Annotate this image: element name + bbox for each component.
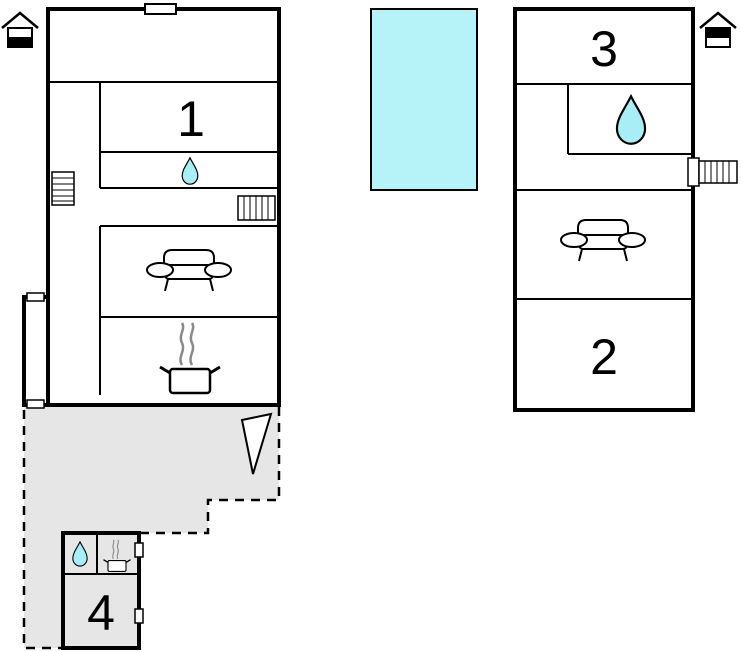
upper-floor-building: 3 2 bbox=[513, 7, 738, 412]
stairs-icon bbox=[237, 195, 276, 221]
window-left-bottom bbox=[26, 399, 45, 409]
bedroom-2-number: 2 bbox=[590, 329, 618, 385]
bedroom-3-number: 3 bbox=[590, 21, 618, 77]
annex-outer-wall bbox=[61, 531, 141, 650]
cooking-pot-icon bbox=[158, 321, 222, 395]
sofa-icon bbox=[560, 219, 646, 262]
ground-floor-building: 1 bbox=[46, 3, 281, 407]
bedroom-1-number: 1 bbox=[177, 91, 205, 147]
stairs-icon bbox=[51, 171, 75, 206]
house-upper-floor-icon bbox=[698, 11, 738, 49]
stairs-icon bbox=[687, 157, 738, 187]
water-drop-icon bbox=[181, 157, 199, 185]
bedroom-4-number: 4 bbox=[87, 585, 115, 641]
sofa-icon bbox=[146, 249, 232, 292]
annex-building: 4 bbox=[61, 531, 144, 650]
swimming-pool bbox=[370, 8, 478, 191]
terrace bbox=[22, 405, 281, 650]
window-annex-bottom bbox=[134, 608, 144, 624]
side-annex bbox=[22, 292, 50, 409]
house-ground-floor-icon bbox=[0, 11, 40, 49]
water-drop-icon bbox=[615, 95, 647, 145]
door-swing-icon bbox=[240, 412, 273, 475]
window-annex-top bbox=[134, 542, 144, 558]
upper-floor-outer-wall bbox=[513, 7, 695, 412]
window-left-top bbox=[26, 292, 45, 302]
window-top bbox=[144, 3, 177, 15]
